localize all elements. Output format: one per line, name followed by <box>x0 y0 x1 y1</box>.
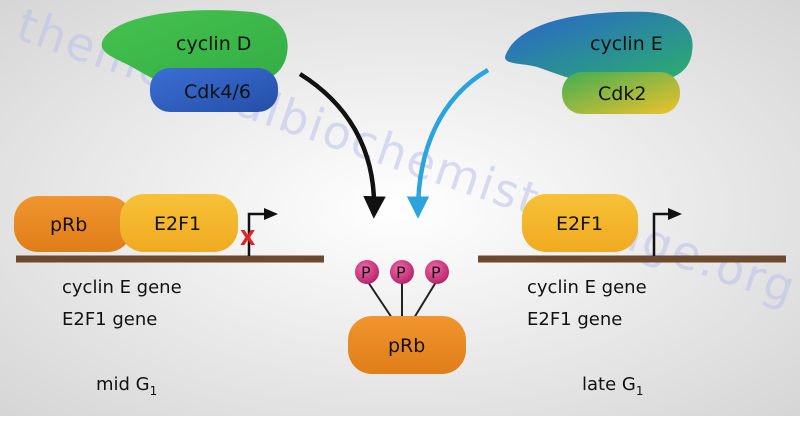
left-e2f1-shape <box>120 194 238 252</box>
center-prb-label: pRb <box>388 335 425 357</box>
right-phase-label: late G1 <box>582 374 643 398</box>
phosphate-middle <box>390 260 414 284</box>
cdk2-shape <box>562 72 680 114</box>
cdk46-label: Cdk4/6 <box>184 81 251 103</box>
cyclin-d-cdk46-complex: cyclin D Cdk4/6 <box>101 10 288 112</box>
cyclin-e-label: cyclin E <box>590 33 663 55</box>
cyclin-d-label: cyclin D <box>176 33 251 55</box>
right-panel: E2F1 cyclin E gene E2F1 gene late G1 <box>478 194 786 398</box>
center-prb-shape <box>348 316 466 374</box>
phosphate-middle-label: P <box>396 263 406 282</box>
left-e2f1-label: E2F1 <box>154 213 201 235</box>
left-gene2-label: E2F1 gene <box>62 309 157 330</box>
left-promoter-arrow <box>247 212 268 256</box>
blue-arrow <box>406 68 490 219</box>
right-e2f1-label: E2F1 <box>556 213 603 235</box>
center-prb-group: P P P pRb <box>348 260 466 374</box>
phosphate-left <box>355 260 379 284</box>
left-panel: pRb E2F1 X cyclin E gene E2F1 gene mid G… <box>14 194 324 398</box>
cdk46-shape <box>150 68 278 112</box>
left-promoter-arrowhead <box>264 208 278 220</box>
cdk2-label: Cdk2 <box>598 83 646 105</box>
right-promoter-arrowhead <box>668 208 682 220</box>
black-arrow <box>298 72 386 219</box>
phosphate-right <box>425 260 449 284</box>
left-gene1-label: cyclin E gene <box>62 277 182 298</box>
cyclin-d-shape <box>101 10 288 85</box>
left-prb-label: pRb <box>50 214 87 236</box>
right-gene2-label: E2F1 gene <box>527 309 622 330</box>
phos-link-right <box>413 281 437 319</box>
phosphate-left-label: P <box>361 263 371 282</box>
right-promoter-arrow <box>652 212 672 256</box>
cyclin-e-cdk2-complex: cyclin E Cdk2 <box>505 11 693 114</box>
right-gene1-label: cyclin E gene <box>527 277 647 298</box>
left-prb-shape <box>14 196 132 252</box>
cyclin-e-shape <box>505 11 693 82</box>
phos-link-left <box>367 281 393 319</box>
blocked-mark: X <box>240 226 256 250</box>
right-e2f1-shape <box>522 194 638 252</box>
left-phase-label: mid G1 <box>96 374 157 398</box>
phosphate-right-label: P <box>431 263 441 282</box>
